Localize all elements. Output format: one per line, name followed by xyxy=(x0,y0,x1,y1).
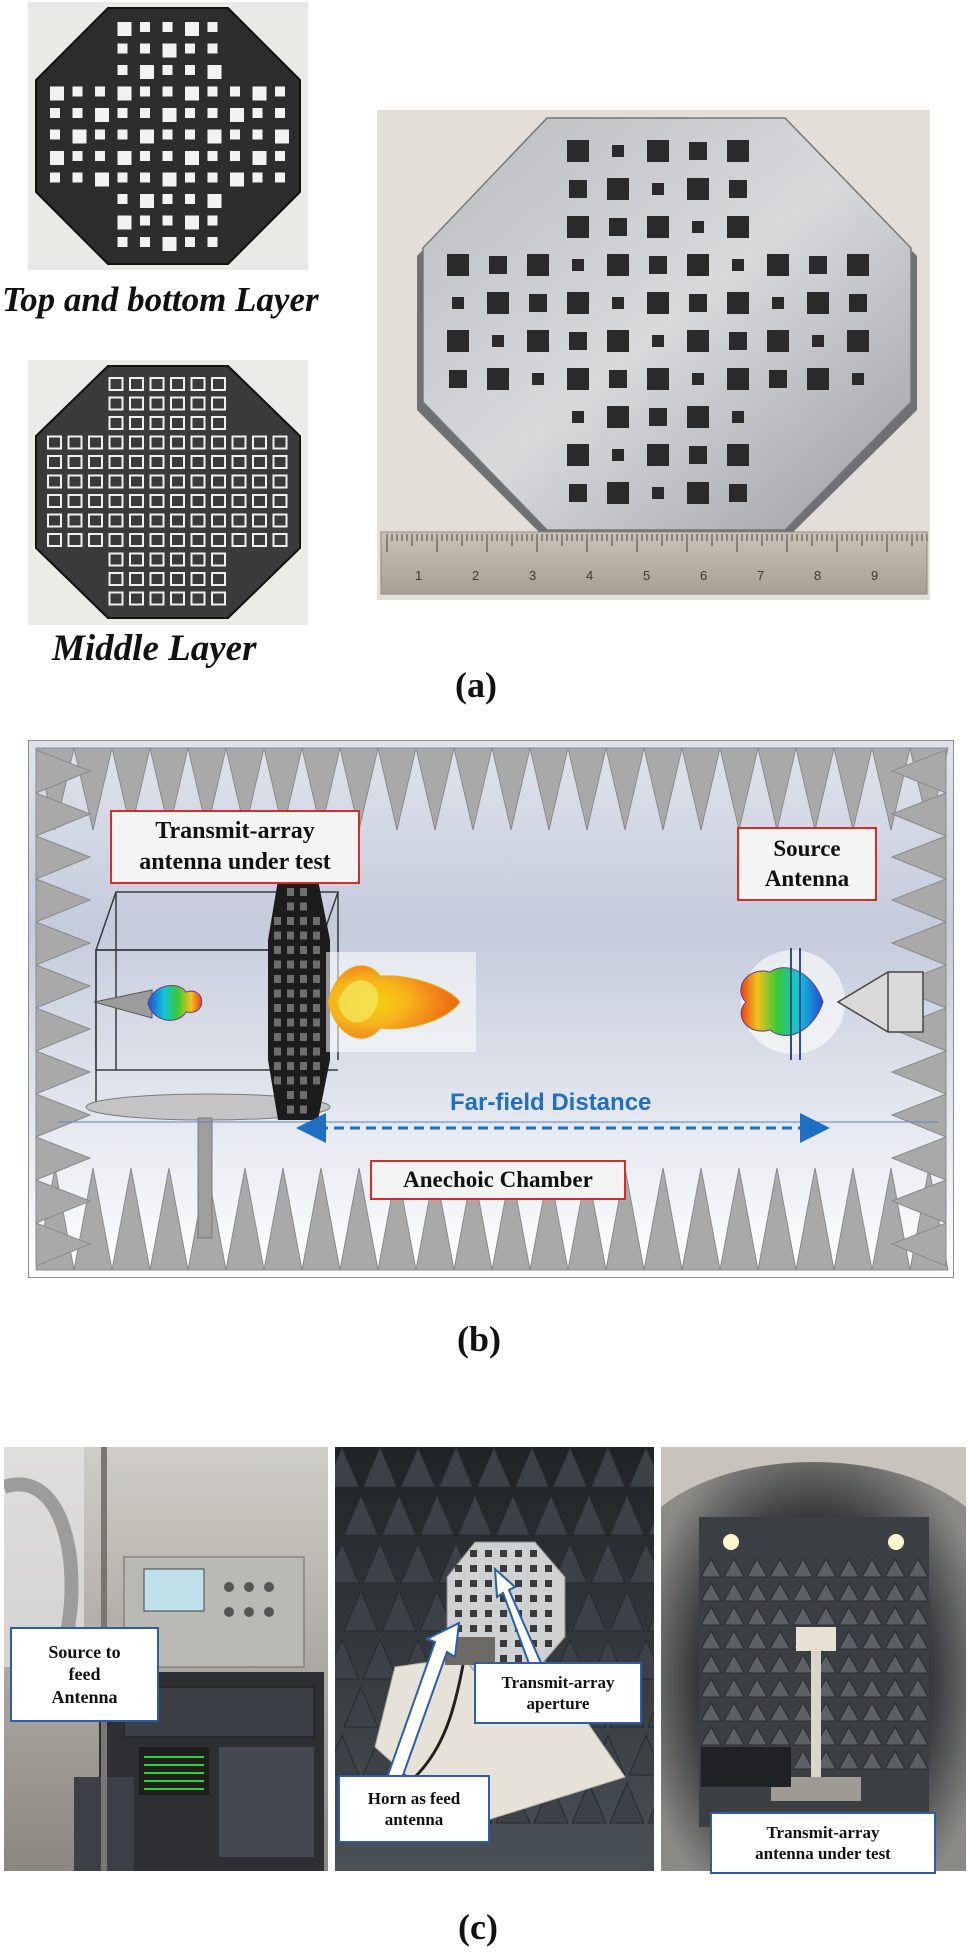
signal-source-photo xyxy=(4,1447,328,1871)
aut-label-line1: Transmit-array xyxy=(766,1822,880,1842)
feed-horn-photo xyxy=(335,1447,654,1871)
tx-array-label-line1: Transmit-array xyxy=(155,817,315,844)
tx-array-label-line2: antenna under test xyxy=(139,849,331,875)
top-bottom-layer-caption: Top and bottom Layer xyxy=(2,280,319,319)
anechoic-chamber-label: Anechoic Chamber xyxy=(370,1160,626,1200)
ruler-number: 1 xyxy=(415,568,422,583)
horn-feed-label: Horn as feed antenna xyxy=(338,1775,490,1843)
horn-label-line1: Horn as feed xyxy=(367,1788,461,1808)
source-feed-label-line3: Antenna xyxy=(51,1686,118,1707)
ruler-number: 9 xyxy=(871,568,878,583)
transmit-array-aperture-label: Transmit-array aperture xyxy=(474,1662,642,1724)
chamber-photo xyxy=(661,1447,966,1871)
ruler-number: 8 xyxy=(814,568,821,583)
source-antenna-label: Source Antenna xyxy=(737,827,877,901)
source-feed-label: Source to feed Antenna xyxy=(10,1627,159,1722)
ruler-number: 3 xyxy=(529,568,536,583)
panel-c-label: (c) xyxy=(458,1907,498,1947)
middle-layer-caption: Middle Layer xyxy=(52,628,257,669)
aperture-label-line2: aperture xyxy=(526,1694,590,1713)
pointer-arrows xyxy=(381,1566,543,1794)
panel-b-label: (b) xyxy=(457,1319,501,1359)
aperture-label-line1: Transmit-array xyxy=(501,1672,615,1692)
ruler-number: 6 xyxy=(700,568,707,583)
horn-label-line2: antenna xyxy=(384,1810,444,1829)
panel-a-label: (a) xyxy=(455,665,497,705)
ruler-number: 5 xyxy=(643,568,650,583)
ruler-number: 4 xyxy=(586,568,593,583)
tx-array-label: Transmit-array antenna under test xyxy=(110,810,360,884)
far-field-distance-label: Far-field Distance xyxy=(450,1089,652,1116)
top-bottom-layer-photo xyxy=(28,2,308,270)
middle-layer-photo xyxy=(28,360,308,625)
antenna-under-test-label: Transmit-array antenna under test xyxy=(710,1812,936,1874)
aut-label-line2: antenna under test xyxy=(755,1844,891,1863)
source-feed-label-line2: feed xyxy=(68,1664,101,1685)
source-antenna-label-line1: Source xyxy=(773,836,841,862)
prototype-photo: 1 2 3 4 5 6 7 8 9 xyxy=(377,110,930,600)
ruler-number: 2 xyxy=(472,568,479,583)
source-antenna-label-line2: Antenna xyxy=(764,866,850,891)
ruler-number: 7 xyxy=(757,568,764,583)
source-feed-label-line1: Source to xyxy=(48,1641,121,1662)
